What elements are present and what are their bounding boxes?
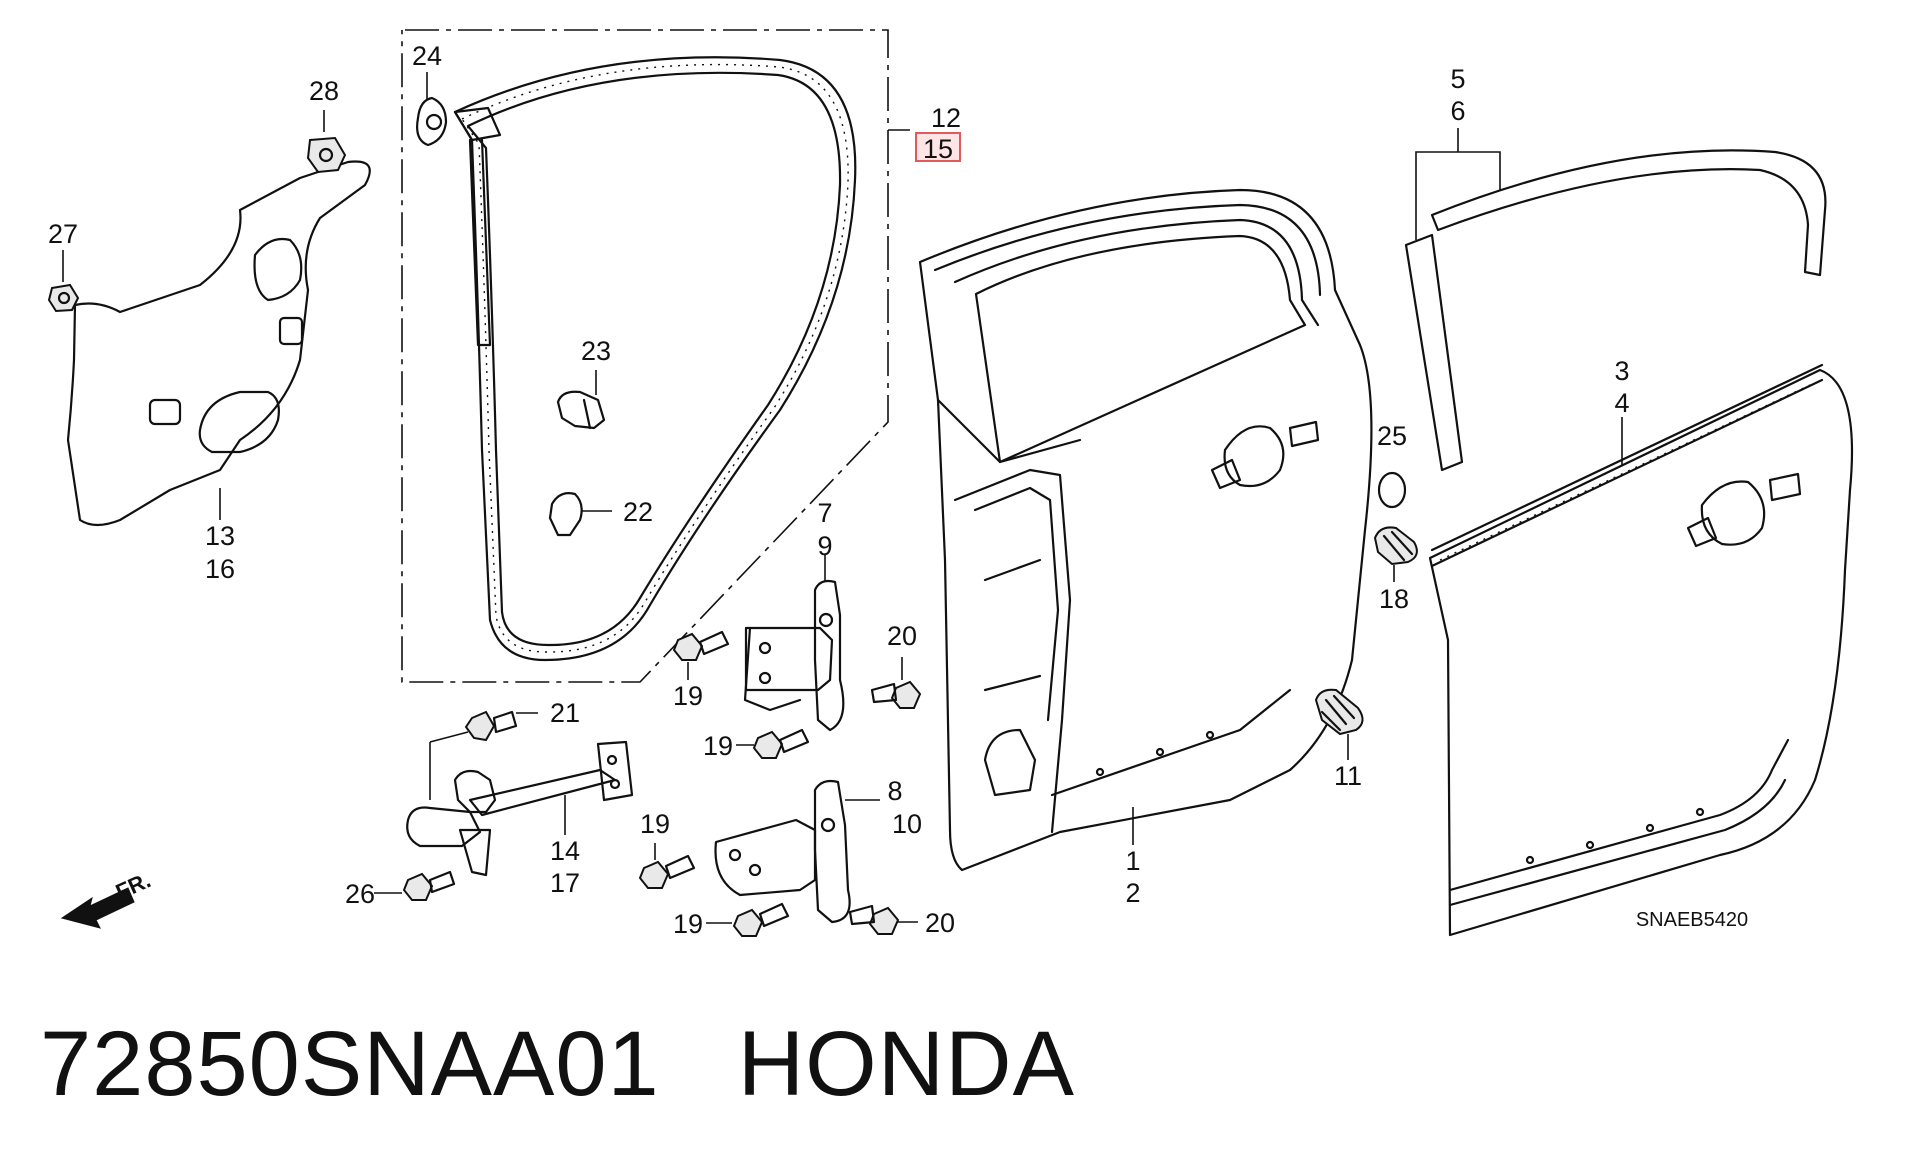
callout-19d: 19 <box>673 909 703 939</box>
callout-19b: 19 <box>703 731 733 761</box>
part-number: 72850SNAA01 <box>40 1013 660 1115</box>
rubber-stopper-11 <box>1314 688 1364 736</box>
callout-19a: 19 <box>673 681 703 711</box>
clip-22 <box>548 492 583 537</box>
caption: 72850SNAA01 HONDA <box>40 1012 1075 1117</box>
callout-22: 22 <box>623 497 653 527</box>
bolt-19a <box>672 630 730 661</box>
clip-23 <box>556 390 606 430</box>
weatherstrip-group-box <box>401 29 889 683</box>
bolt-19c <box>638 854 696 889</box>
seal-25 <box>1377 471 1407 509</box>
callout-20b: 20 <box>925 908 955 938</box>
callout-3: 3 <box>1614 356 1629 386</box>
callout-21: 21 <box>550 698 580 728</box>
callout-10: 10 <box>892 809 922 839</box>
callout-18: 18 <box>1379 584 1409 614</box>
callout-11: 11 <box>1334 761 1362 791</box>
nut-27 <box>47 283 80 313</box>
bolt-19b <box>752 728 810 759</box>
callout-28: 28 <box>309 76 339 106</box>
callout-24: 24 <box>412 41 442 71</box>
callout-15: 15 <box>923 134 953 164</box>
bolt-20a <box>870 680 922 709</box>
front-direction-arrow: FR. <box>60 867 154 929</box>
callout-17: 17 <box>550 868 580 898</box>
lower-hinge <box>714 779 851 924</box>
door-outer-skin <box>1428 363 1854 937</box>
rubber-stopper-18 <box>1373 526 1418 566</box>
nut-28 <box>306 136 347 174</box>
sash-molding <box>1404 149 1827 472</box>
callout-9: 9 <box>817 531 832 561</box>
clip-24 <box>416 96 448 147</box>
callout-15-highlight <box>915 132 961 162</box>
callout-2: 2 <box>1125 878 1140 908</box>
callout-12: 12 <box>931 103 961 133</box>
bolt-21 <box>464 710 518 742</box>
door-checker <box>406 740 634 877</box>
callout-8: 8 <box>887 776 902 806</box>
callout-4: 4 <box>1614 388 1629 418</box>
callout-20a: 20 <box>887 621 917 651</box>
callout-16: 16 <box>205 554 235 584</box>
callout-6: 6 <box>1450 96 1465 126</box>
door-hole-seal-sheet <box>66 160 371 527</box>
bolt-26 <box>402 870 456 901</box>
brand-name: HONDA <box>737 1013 1075 1115</box>
bolt-20b <box>848 904 900 935</box>
callout-5: 5 <box>1450 64 1465 94</box>
callout-27: 27 <box>48 219 78 249</box>
diagram-code: SNAEB5420 <box>1636 909 1748 931</box>
callout-7: 7 <box>817 498 832 528</box>
door-weatherstrip <box>453 56 857 662</box>
callout-13: 13 <box>205 521 235 551</box>
callout-23: 23 <box>581 336 611 366</box>
door-frame-panel <box>918 188 1373 872</box>
callout-14: 14 <box>550 836 580 866</box>
callout-26: 26 <box>345 879 375 909</box>
upper-hinge <box>743 579 845 732</box>
callout-25: 25 <box>1377 421 1407 451</box>
bolt-19d <box>732 902 790 937</box>
callout-1: 1 <box>1125 846 1140 876</box>
callout-19c: 19 <box>640 809 670 839</box>
